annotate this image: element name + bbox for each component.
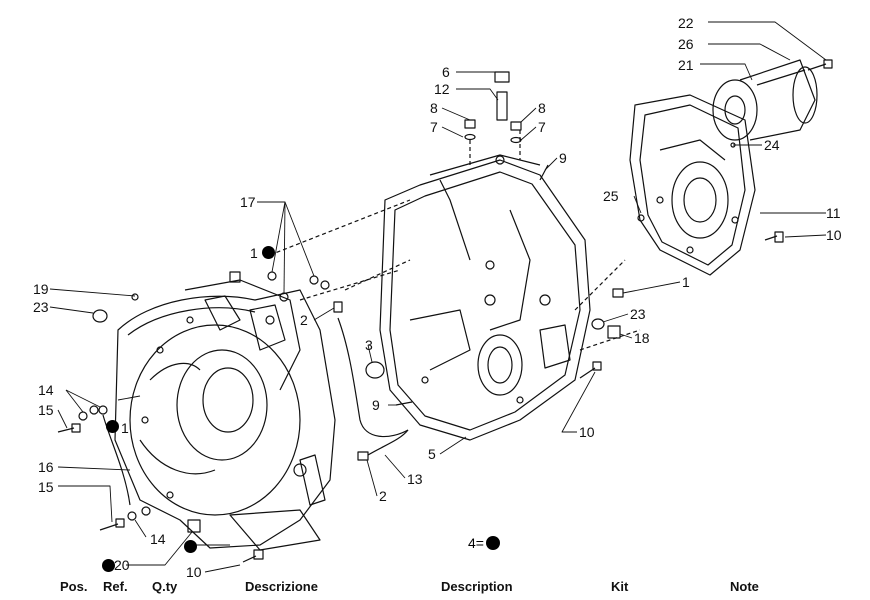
header-descrizione: Descrizione: [245, 579, 318, 594]
kit-dot-marker: [184, 540, 197, 553]
callout-1: 1: [250, 245, 258, 261]
callout-1: 1: [121, 420, 129, 436]
header-kit: Kit: [611, 579, 629, 594]
callout-10: 10: [186, 564, 202, 580]
header-description: Description: [441, 579, 513, 594]
kit-dot-marker: [102, 559, 115, 572]
callout-13: 13: [407, 471, 423, 487]
legend-text: 4=: [468, 535, 484, 551]
callout-7: 7: [538, 119, 546, 135]
callout-20: 20: [114, 557, 130, 573]
rear-cover-part: [629, 94, 756, 276]
header-note: Note: [730, 579, 759, 594]
small-parts: [57, 59, 833, 563]
callout-8: 8: [538, 100, 546, 116]
callout-8: 8: [430, 100, 438, 116]
callout-2: 2: [379, 488, 387, 504]
header-qty: Q.ty: [152, 579, 178, 594]
callout-14: 14: [38, 382, 54, 398]
callout-25: 25: [603, 188, 619, 204]
callout-6: 6: [442, 64, 450, 80]
callout-22: 22: [678, 15, 694, 31]
callout-11: 11: [826, 205, 841, 221]
callout-12: 12: [434, 81, 450, 97]
callout-19: 19: [33, 281, 49, 297]
callout-15: 15: [38, 479, 54, 495]
callout-10: 10: [826, 227, 842, 243]
callout-23: 23: [33, 299, 49, 315]
callout-21: 21: [678, 57, 694, 73]
callout-9: 9: [559, 150, 567, 166]
header-pos: Pos.: [60, 579, 88, 594]
main-housing-part: [379, 154, 591, 441]
legend-dot-icon: [485, 536, 500, 550]
callout-18: 18: [634, 330, 650, 346]
header-ref: Ref.: [103, 579, 128, 594]
callout-2: 2: [300, 312, 308, 328]
leader-lines: [49, 21, 827, 573]
callout-14: 14: [150, 531, 166, 547]
callout-26: 26: [678, 36, 694, 52]
pto-cylinder-part: [712, 59, 818, 141]
callout-10: 10: [579, 424, 595, 440]
callout-7: 7: [430, 119, 438, 135]
kit-dot-marker: [106, 420, 119, 433]
callout-5: 5: [428, 446, 436, 462]
kit-legend: 4=: [468, 535, 500, 551]
callout-17: 17: [240, 194, 256, 210]
front-housing-part: [114, 279, 336, 551]
callout-15: 15: [38, 402, 54, 418]
callout-16: 16: [38, 459, 54, 475]
kit-dot-marker: [262, 246, 275, 259]
callout-9: 9: [372, 397, 380, 413]
callout-23: 23: [630, 306, 646, 322]
callout-1: 1: [682, 274, 690, 290]
callout-3: 3: [365, 337, 373, 353]
callout-24: 24: [764, 137, 780, 153]
